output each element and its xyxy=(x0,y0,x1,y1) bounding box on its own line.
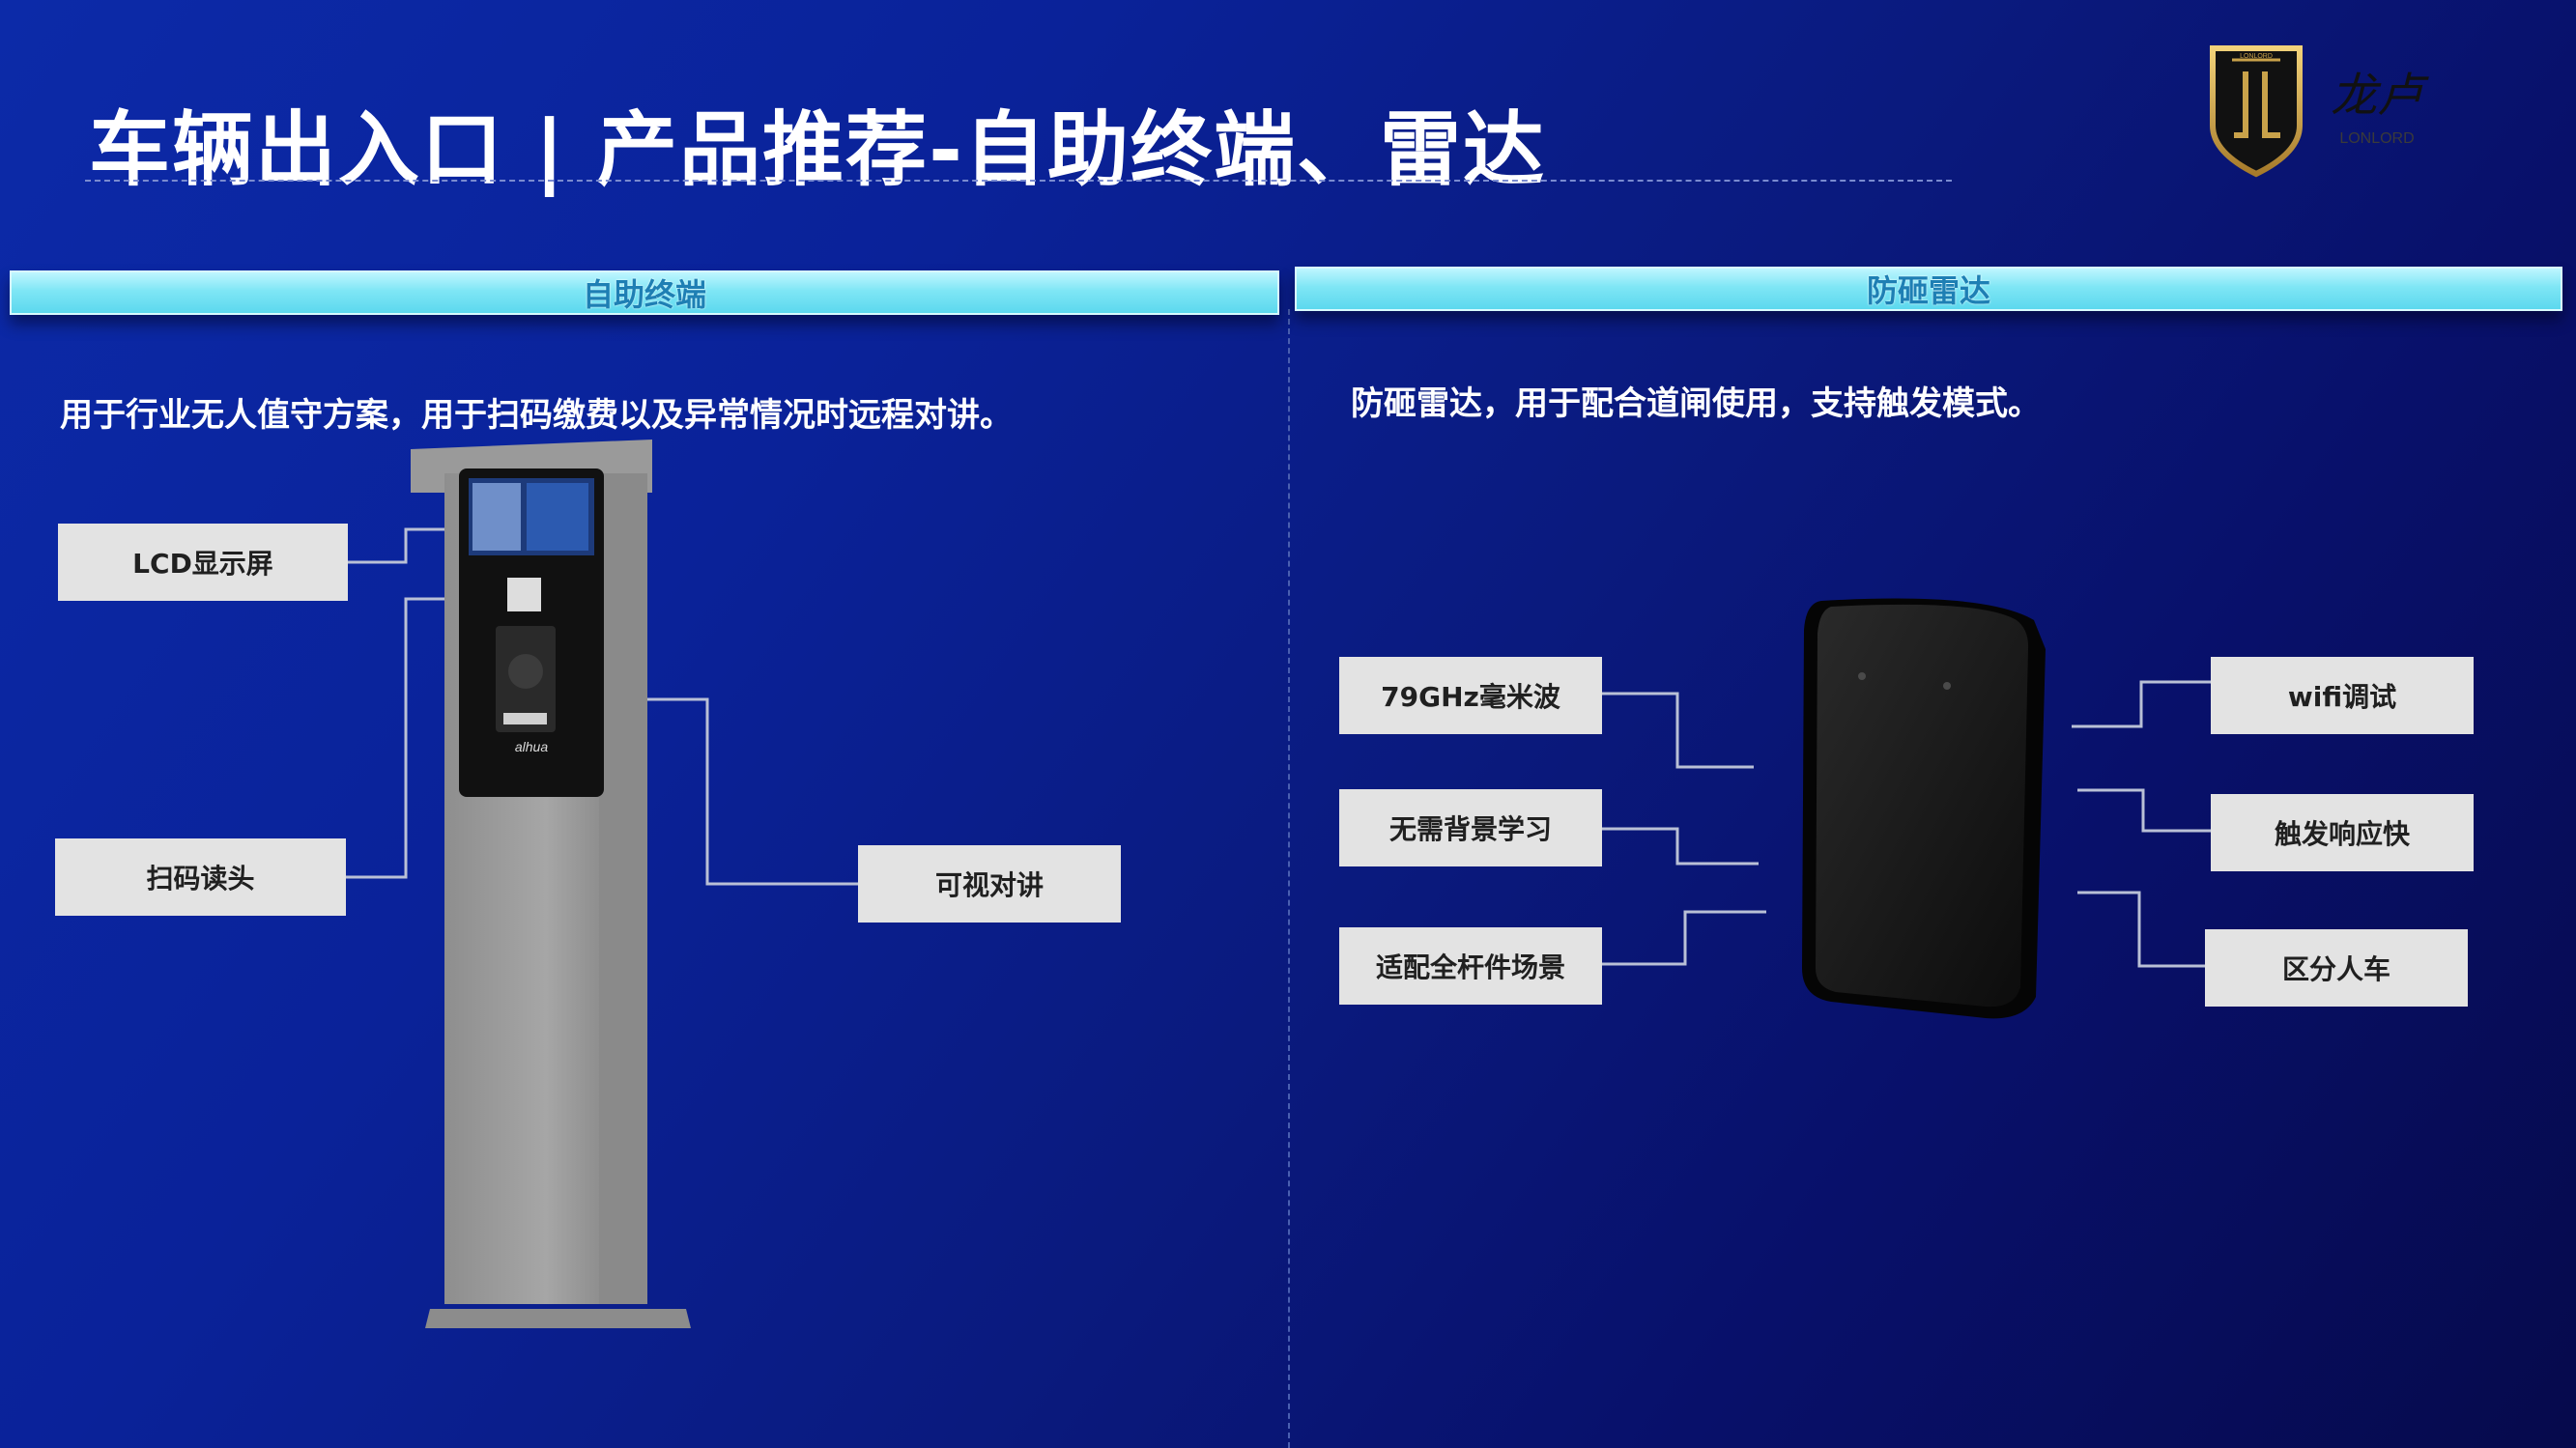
label-all-pole-scenarios: 适配全杆件场景 xyxy=(1339,927,1602,1005)
logo-english-text: LONLORD xyxy=(2339,130,2414,147)
label-no-background-learning: 无需背景学习 xyxy=(1339,789,1602,866)
brand-logo: LONLORD 龙卢 LONLORD xyxy=(2203,39,2454,184)
section-divider xyxy=(1288,309,1290,1448)
terminal-brand-text: alhua xyxy=(515,739,548,754)
label-video-intercom: 可视对讲 xyxy=(858,845,1121,923)
label-79ghz-mmwave: 79GHz毫米波 xyxy=(1339,657,1602,734)
self-service-terminal-image: alhua xyxy=(411,440,691,1328)
label-lcd-display: LCD显示屏 xyxy=(58,524,348,601)
logo-small-text: LONLORD xyxy=(2240,53,2273,60)
section-header-terminal: 自助终端 xyxy=(10,270,1279,315)
label-person-vehicle-distinction: 区分人车 xyxy=(2205,929,2468,1007)
terminal-description: 用于行业无人值守方案，用于扫码缴费以及异常情况时远程对讲。 xyxy=(60,396,1013,435)
section-header-terminal-label: 自助终端 xyxy=(582,276,706,313)
label-code-scanner: 扫码读头 xyxy=(55,838,346,916)
section-header-radar-label: 防砸雷达 xyxy=(1866,272,1990,309)
label-wifi-debug: wifi调试 xyxy=(2211,657,2474,734)
radar-device-image xyxy=(1802,598,2046,1019)
radar-description: 防砸雷达，用于配合道闸使用，支持触发模式。 xyxy=(1351,384,2041,423)
logo-chinese-text: 龙卢 xyxy=(2331,69,2429,123)
title-divider xyxy=(85,180,1952,182)
label-fast-trigger: 触发响应快 xyxy=(2211,794,2474,871)
section-header-radar: 防砸雷达 xyxy=(1295,267,2562,311)
